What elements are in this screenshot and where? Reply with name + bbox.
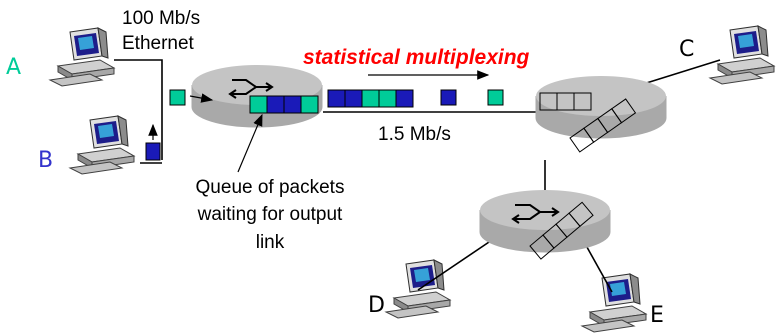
- host-d-icon[interactable]: [385, 259, 451, 319]
- packet-queue: [266, 95, 285, 114]
- host-b-label: B: [38, 148, 53, 173]
- packet-blue: [145, 142, 161, 161]
- link-a: [114, 59, 163, 160]
- host-a-label: A: [6, 55, 21, 80]
- router-left-icon[interactable]: [191, 64, 323, 128]
- packet-link: [344, 89, 363, 108]
- packet-queue: [300, 95, 319, 114]
- router-right-icon[interactable]: [535, 75, 667, 139]
- links: [114, 59, 721, 293]
- packet-queue: [249, 95, 268, 114]
- packet-link: [378, 89, 397, 108]
- ethernet-speed-label: 100 Mb/s: [122, 8, 200, 29]
- ethernet-name-label: Ethernet: [122, 33, 195, 54]
- link-e: [582, 239, 613, 293]
- host-c-label: C: [679, 37, 694, 62]
- link-speed-label: 1.5 Mb/s: [378, 124, 451, 145]
- packet-link: [395, 89, 414, 108]
- arrow-queue-pointer: [237, 113, 263, 173]
- link-d: [417, 237, 496, 291]
- packet-green: [169, 89, 186, 106]
- router-bottom-icon[interactable]: [479, 189, 611, 253]
- link-c: [639, 59, 721, 86]
- host-d-label: D: [368, 293, 385, 318]
- queue-caption-line1: Queue of packets: [196, 177, 345, 198]
- host-a-icon[interactable]: [49, 27, 115, 87]
- packet-link: [327, 89, 346, 108]
- packet-link: [361, 89, 380, 108]
- packet-queue: [283, 95, 302, 114]
- queue-caption-line2: waiting for output: [197, 204, 343, 225]
- queue-slots-right: [539, 92, 637, 153]
- queue-caption-line3: link: [256, 232, 285, 253]
- packet-link: [440, 89, 457, 106]
- diagram-title: statistical multiplexing: [303, 46, 530, 69]
- host-b-icon[interactable]: [69, 115, 135, 175]
- queue-slots-bottom: [529, 201, 594, 260]
- host-c-icon[interactable]: [709, 25, 775, 85]
- arrow-into-router: [189, 93, 214, 103]
- host-e-icon[interactable]: [581, 273, 647, 333]
- host-e-label: E: [650, 303, 664, 328]
- packet-link: [487, 89, 504, 106]
- packets: [145, 89, 504, 161]
